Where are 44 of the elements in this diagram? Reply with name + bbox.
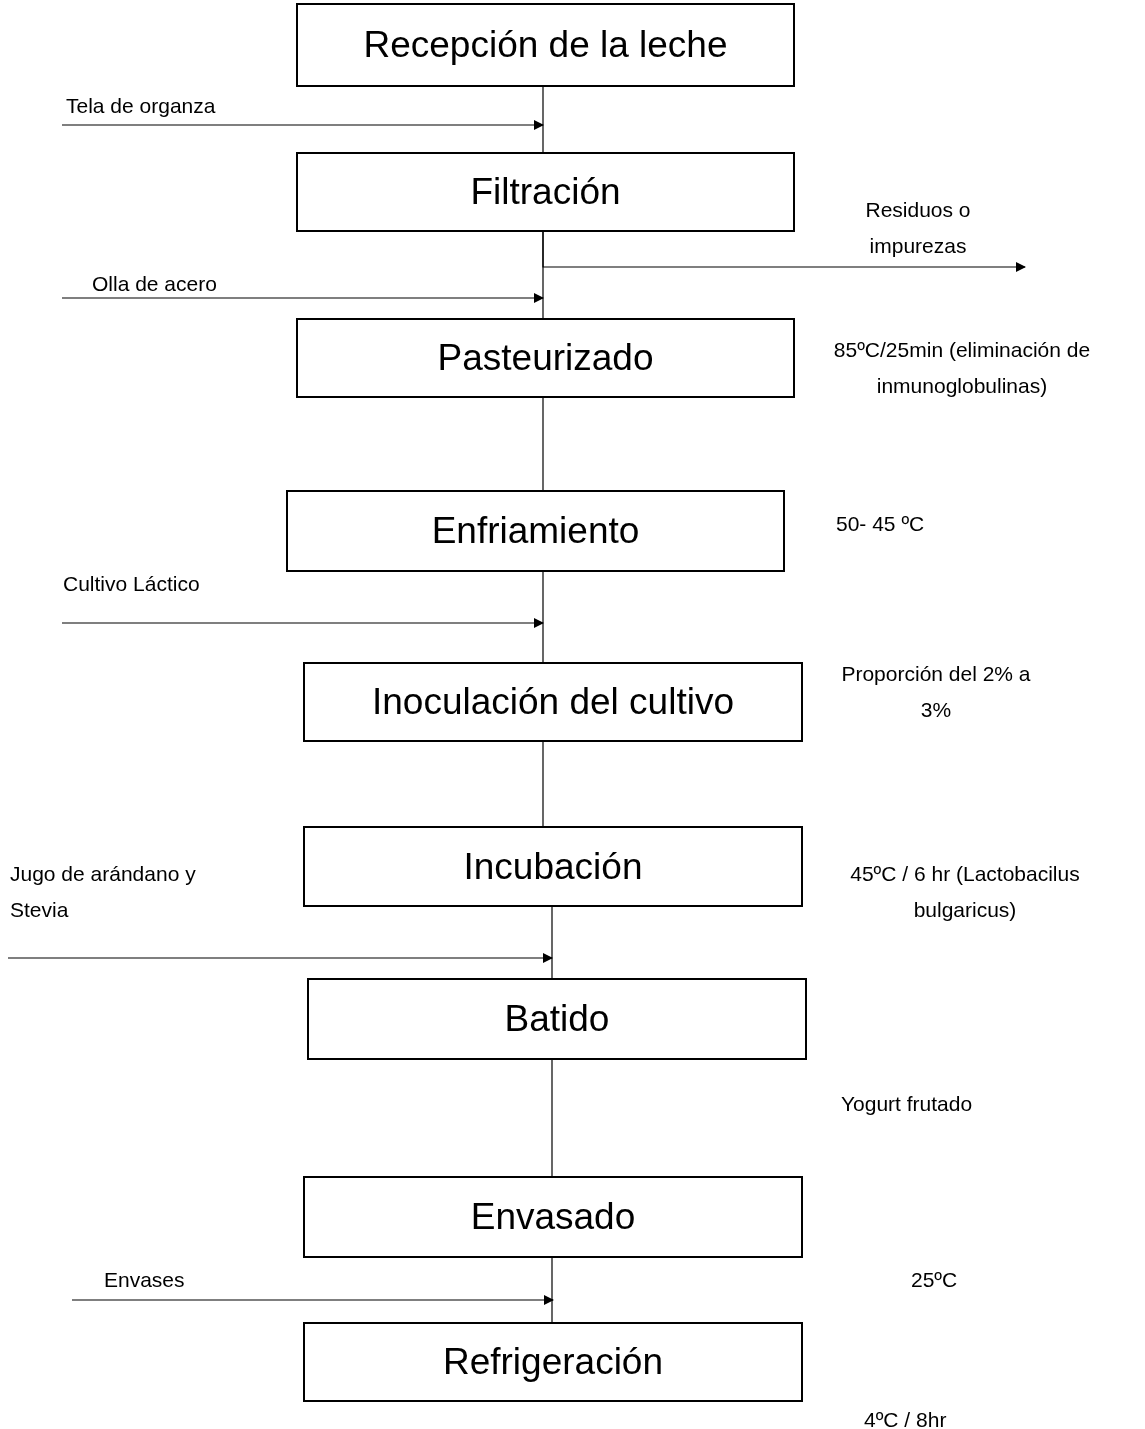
process-label: Inoculación del cultivo xyxy=(372,681,734,723)
input-label: Tela de organza xyxy=(66,93,217,119)
process-note: Proporción del 2% a 3% xyxy=(840,661,1032,723)
process-box xyxy=(296,152,795,232)
connector-line xyxy=(542,86,544,153)
process-box xyxy=(303,1176,803,1258)
input-label: Jugo de arándano y Stevia xyxy=(10,861,197,923)
process-label: Recepción de la leche xyxy=(363,24,728,66)
input-label: Olla de acero xyxy=(92,271,218,297)
arrow xyxy=(542,231,1026,272)
process-label: Envasado xyxy=(470,1196,636,1238)
connector-line xyxy=(551,1257,553,1323)
process-box xyxy=(307,978,807,1060)
process-label: Batido xyxy=(504,998,610,1040)
arrow xyxy=(61,120,544,130)
process-note: Yogurt frutado xyxy=(841,1091,974,1117)
arrow xyxy=(71,1295,554,1305)
connector-line xyxy=(542,571,544,663)
edge-label: Residuos o impurezas xyxy=(864,197,972,259)
process-note: 4ºC / 8hr xyxy=(864,1407,948,1429)
arrow xyxy=(7,953,553,963)
process-label: Enfriamiento xyxy=(431,510,640,552)
process-note: 45ºC / 6 hr (Lactobacilus bulgaricus) xyxy=(849,861,1081,923)
connector-line xyxy=(542,397,544,491)
process-box xyxy=(303,826,803,907)
process-label: Refrigeración xyxy=(442,1341,664,1383)
process-label: Filtración xyxy=(470,171,621,213)
connector-line xyxy=(551,1059,553,1177)
process-note: 85ºC/25min (eliminación de inmunoglobulinas) xyxy=(832,337,1092,399)
process-box xyxy=(303,1322,803,1402)
arrow xyxy=(61,618,544,628)
process-box xyxy=(296,3,795,87)
process-box xyxy=(303,662,803,742)
process-label: Pasteurizado xyxy=(437,337,654,379)
arrow xyxy=(61,293,544,303)
input-label: Cultivo Láctico xyxy=(63,571,201,597)
connector-line xyxy=(542,741,544,827)
temperature-note: 25ºC xyxy=(911,1267,959,1293)
connector-line xyxy=(551,906,553,979)
process-label: Incubación xyxy=(463,845,643,888)
process-note: 50- 45 ºC xyxy=(836,511,926,537)
input-label: Envases xyxy=(104,1267,186,1293)
process-box xyxy=(286,490,785,572)
process-box xyxy=(296,318,795,398)
